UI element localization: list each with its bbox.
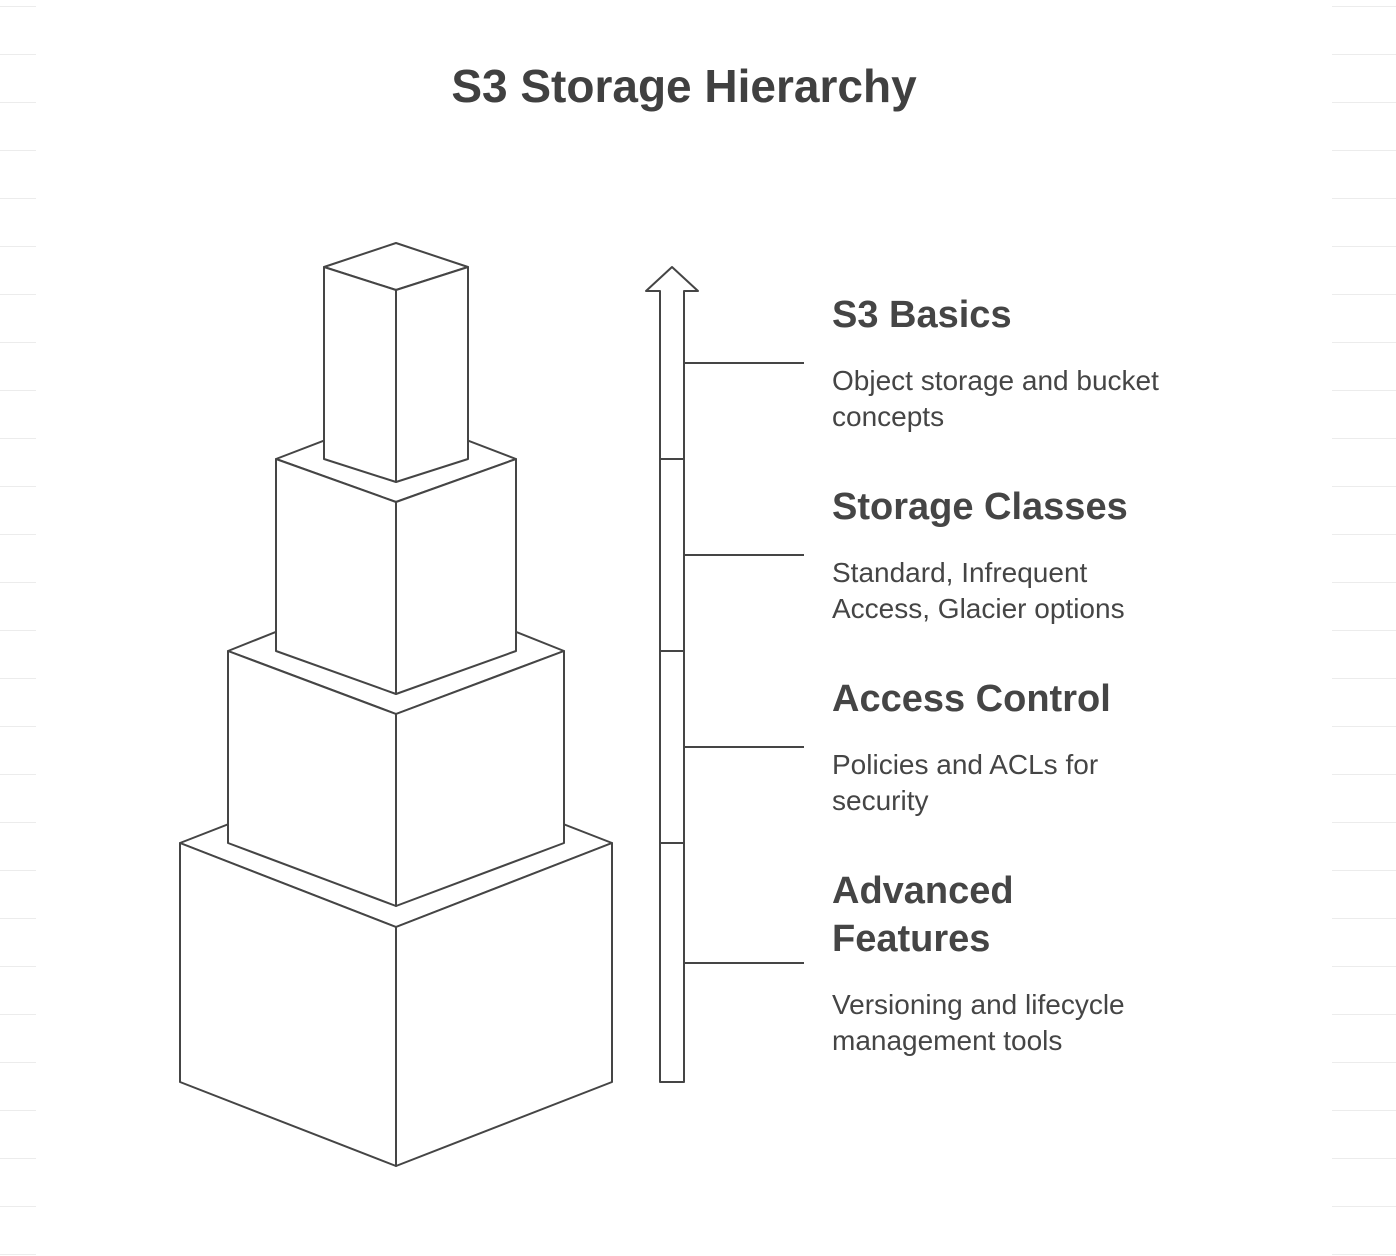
right-edge-lines bbox=[1332, 0, 1396, 1256]
stack-box-level-3-right bbox=[395, 650, 565, 907]
stack-box-level-3 bbox=[227, 583, 565, 907]
level-2-label: Storage Classes Standard, Infrequent Acc… bbox=[832, 483, 1212, 627]
level-2-description: Standard, Infrequent Access, Glacier opt… bbox=[832, 557, 1125, 624]
level-1-description: Object storage and bucket concepts bbox=[832, 365, 1159, 432]
level-1-label: S3 Basics Object storage and bucket conc… bbox=[832, 291, 1212, 435]
level-1-heading: S3 Basics bbox=[832, 294, 1012, 336]
stack-box-level-1-left bbox=[323, 266, 397, 483]
level-4-heading: Advanced Features bbox=[832, 870, 1014, 960]
stack-box-level-2-right bbox=[395, 458, 517, 695]
level-4-label: Advanced Features Versioning and lifecyc… bbox=[832, 867, 1125, 1059]
stack-box-level-1-right bbox=[395, 266, 469, 483]
level-3-label: Access Control Policies and ACLs for sec… bbox=[832, 675, 1212, 819]
diagram-title: S3 Storage Hierarchy bbox=[451, 60, 917, 112]
level-3-heading: Access Control bbox=[832, 678, 1111, 720]
hierarchy-arrow bbox=[645, 266, 699, 1083]
arrow-shaft bbox=[645, 266, 699, 1083]
level-4-description: Versioning and lifecycle management tool… bbox=[832, 989, 1125, 1056]
level-3-description: Policies and ACLs for security bbox=[832, 749, 1099, 816]
stack-box-level-4-right bbox=[395, 842, 613, 1167]
level-2-heading: Storage Classes bbox=[832, 486, 1128, 528]
stack-box-level-1 bbox=[323, 242, 469, 483]
left-edge-lines bbox=[0, 0, 36, 1256]
